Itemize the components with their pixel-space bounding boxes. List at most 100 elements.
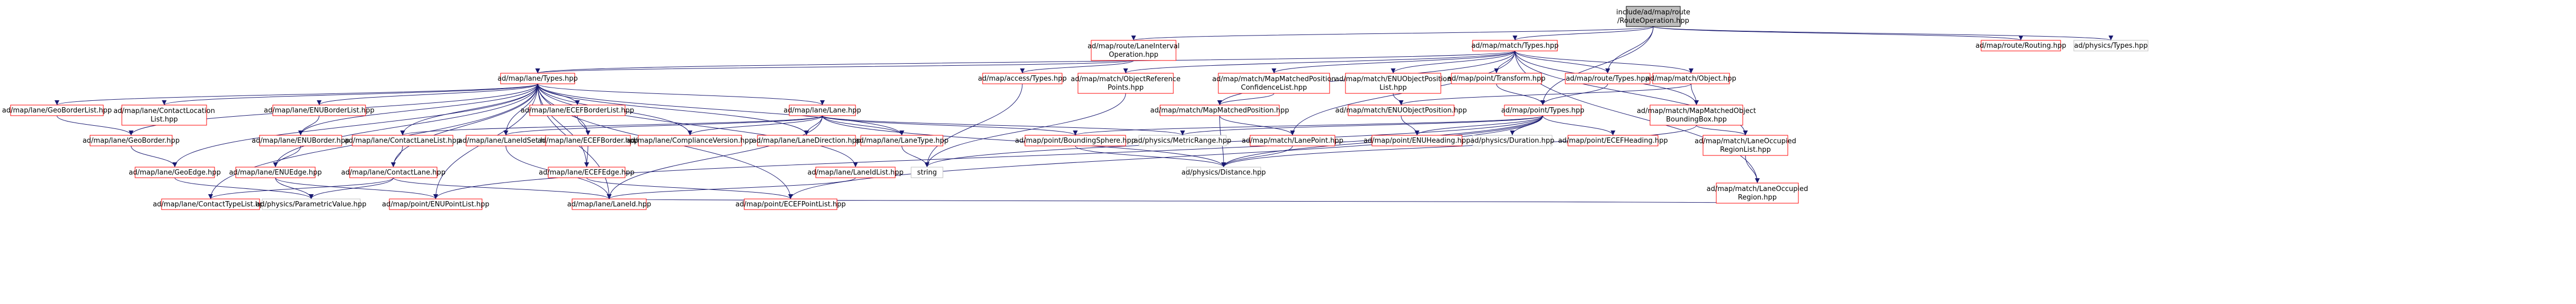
node-label: string xyxy=(917,169,937,177)
node-label: ad/map/lane/GeoBorder.hpp xyxy=(83,137,180,145)
edge-root-to-route_routing xyxy=(1653,26,2024,41)
node-geoborderlist[interactable]: ad/map/lane/GeoBorderList.hpp xyxy=(2,105,112,116)
edge-ecefborderlist-to-ecefborder xyxy=(577,115,591,136)
edge-lanetype-to-string xyxy=(902,145,930,168)
edge-point_types-to-ecefheading xyxy=(1543,115,1616,136)
node-box xyxy=(1451,73,1542,84)
node-mapmatchedpos[interactable]: ad/map/match/MapMatchedPosition.hpp xyxy=(1150,105,1289,116)
edge-ecefborder-to-ecefedge xyxy=(584,145,590,168)
node-mapmatched-conf[interactable]: ad/map/match/MapMatchedPositionConfidenc… xyxy=(1212,73,1336,94)
edge-point_types-to-metricrange xyxy=(1180,115,1543,136)
edge-root-to-lane_interval xyxy=(1131,26,1654,41)
node-route-routing[interactable]: ad/map/route/Routing.hpp xyxy=(1975,40,2066,51)
node-label: /RouteOperation.hpp xyxy=(1617,17,1689,25)
node-laneidset[interactable]: ad/map/lane/LaneIdSet.hpp xyxy=(458,135,554,146)
edge-lane_lane-to-metricrange xyxy=(822,115,1185,136)
node-label: ad/map/match/ENUObjectPosition xyxy=(1335,75,1451,83)
node-box xyxy=(389,198,483,210)
edge-lane_types-to-lanedirection xyxy=(537,83,809,136)
node-label: ad/map/point/ECEFPointList.hpp xyxy=(735,201,845,209)
node-compliance[interactable]: ad/map/lane/ComplianceVersion.hpp xyxy=(627,135,753,146)
edge-objref_points-to-string xyxy=(924,93,1126,168)
node-laneidlist[interactable]: ad/map/lane/LaneIdList.hpp xyxy=(807,167,904,178)
edge-lane_interval-to-lane_types xyxy=(536,60,1134,74)
node-label: ad/map/match/LaneOccupied xyxy=(1707,185,1808,193)
edge-route_types-to-point_types xyxy=(1540,83,1608,106)
node-label: Region.hpp xyxy=(1738,194,1777,202)
node-box xyxy=(349,167,438,178)
node-contactlane[interactable]: ad/map/lane/ContactLane.hpp xyxy=(341,167,445,178)
node-lanetype[interactable]: ad/map/lane/LaneType.hpp xyxy=(855,135,949,146)
node-enuborder[interactable]: ad/map/lane/ENUBorder.hpp xyxy=(252,135,350,146)
edge-enuborderlist-to-enuborder xyxy=(298,115,319,136)
edge-lane_lane-to-laneidset xyxy=(503,115,823,136)
node-lanedirection[interactable]: ad/map/lane/LaneDirection.hpp xyxy=(752,135,861,146)
node-physics-types[interactable]: ad/physics/Types.hpp xyxy=(2073,40,2149,51)
node-route-types[interactable]: ad/map/route/Types.hpp xyxy=(1565,73,1651,84)
node-point-transform[interactable]: ad/map/point/Transform.hpp xyxy=(1448,73,1546,84)
node-geoborder[interactable]: ad/map/lane/GeoBorder.hpp xyxy=(83,135,180,146)
node-enuborderlist[interactable]: ad/map/lane/ENUBorderList.hpp xyxy=(264,105,375,116)
edge-root-to-match_types xyxy=(1512,26,1654,41)
node-access-types[interactable]: ad/map/access/Types.hpp xyxy=(978,73,1067,84)
node-box xyxy=(638,135,742,146)
edge-point_types-to-string xyxy=(924,115,1543,168)
node-label: ad/map/match/Types.hpp xyxy=(1472,42,1559,50)
edge-enuborder-to-enuedge xyxy=(273,145,301,168)
node-label: Points.hpp xyxy=(1108,84,1144,92)
node-enuedge[interactable]: ad/map/lane/ENUEdge.hpp xyxy=(229,167,322,178)
node-duration[interactable]: ad/physics/Duration.hpp xyxy=(1470,135,1555,146)
node-lanepoint[interactable]: ad/map/match/LanePoint.hpp xyxy=(1242,135,1343,146)
edge-lane_types-to-geoedge xyxy=(172,83,538,168)
node-string[interactable]: string xyxy=(911,167,943,178)
node-box xyxy=(548,167,626,178)
node-box xyxy=(789,105,856,116)
node-box xyxy=(1371,135,1463,146)
node-enu-objpos[interactable]: ad/map/match/ENUObjectPosition.hpp xyxy=(1335,105,1467,116)
node-ecefpointlist[interactable]: ad/map/point/ECEFPointList.hpp xyxy=(735,198,846,210)
node-enupointlist[interactable]: ad/map/point/ENUPointList.hpp xyxy=(382,198,489,210)
node-match-object[interactable]: ad/map/match/Object.hpp xyxy=(1646,73,1736,84)
node-boundingsphere[interactable]: ad/map/point/BoundingSphere.hpp xyxy=(1015,135,1136,146)
edge-lane_lane-to-laneid xyxy=(607,115,823,199)
node-box xyxy=(1160,105,1280,116)
edge-laneidlist-to-laneid xyxy=(607,177,856,199)
node-box xyxy=(1218,73,1330,94)
node-ecefborder[interactable]: ad/map/lane/ECEFBorder.hpp xyxy=(538,135,638,146)
edge-lane_types-to-contactlane xyxy=(391,83,538,168)
node-label: ad/map/lane/ContactLane.hpp xyxy=(341,169,445,177)
node-metricrange[interactable]: ad/physics/MetricRange.hpp xyxy=(1134,135,1232,146)
node-lane-types[interactable]: ad/map/lane/Types.hpp xyxy=(497,73,578,84)
node-contactlanelist[interactable]: ad/map/lane/ContactLaneList.hpp xyxy=(344,135,461,146)
node-match-types[interactable]: ad/map/match/Types.hpp xyxy=(1472,40,1559,51)
node-box xyxy=(2073,40,2149,51)
node-lane-lane[interactable]: ad/map/lane/Lane.hpp xyxy=(783,105,861,116)
node-ecefborderlist[interactable]: ad/map/lane/ECEFBorderList.hpp xyxy=(521,105,634,116)
node-parametricvalue[interactable]: ad/physics/ParametricValue.hpp xyxy=(256,198,367,210)
edge-match_types-to-lane_types xyxy=(536,50,1516,74)
edge-contactlane-to-parametricvalue xyxy=(309,177,394,199)
node-mapmatched-bbox[interactable]: ad/map/match/MapMatchedObjectBoundingBox… xyxy=(1637,105,1756,126)
node-distance[interactable]: ad/physics/Distance.hpp xyxy=(1181,167,1266,178)
node-contacttypelist[interactable]: ad/map/lane/ContactTypeList.hpp xyxy=(153,198,269,210)
edge-laneoccupied-to-laneid xyxy=(609,198,1758,205)
node-box xyxy=(272,105,366,116)
node-box xyxy=(1091,40,1176,61)
node-laneid[interactable]: ad/map/lane/LaneId.hpp xyxy=(567,198,651,210)
node-ecefedge[interactable]: ad/map/lane/ECEFEdge.hpp xyxy=(539,167,635,178)
node-geoedge[interactable]: ad/map/lane/GeoEdge.hpp xyxy=(129,167,221,178)
edge-mapmatched_conf-to-mapmatchedpos xyxy=(1217,93,1274,106)
node-label: BoundingBox.hpp xyxy=(1666,116,1727,124)
node-ecefheading[interactable]: ad/map/point/ECEFHeading.hpp xyxy=(1558,135,1668,146)
node-point-types[interactable]: ad/map/point/Types.hpp xyxy=(1501,105,1584,116)
node-label: ad/map/match/MapMatchedObject xyxy=(1637,107,1756,115)
edge-mapmatched_bbox-to-laneoccupied_list xyxy=(1696,125,1748,136)
node-enuheading[interactable]: ad/map/point/ENUHeading.hpp xyxy=(1363,135,1470,146)
node-label: ad/map/lane/ECEFBorderList.hpp xyxy=(521,107,634,115)
